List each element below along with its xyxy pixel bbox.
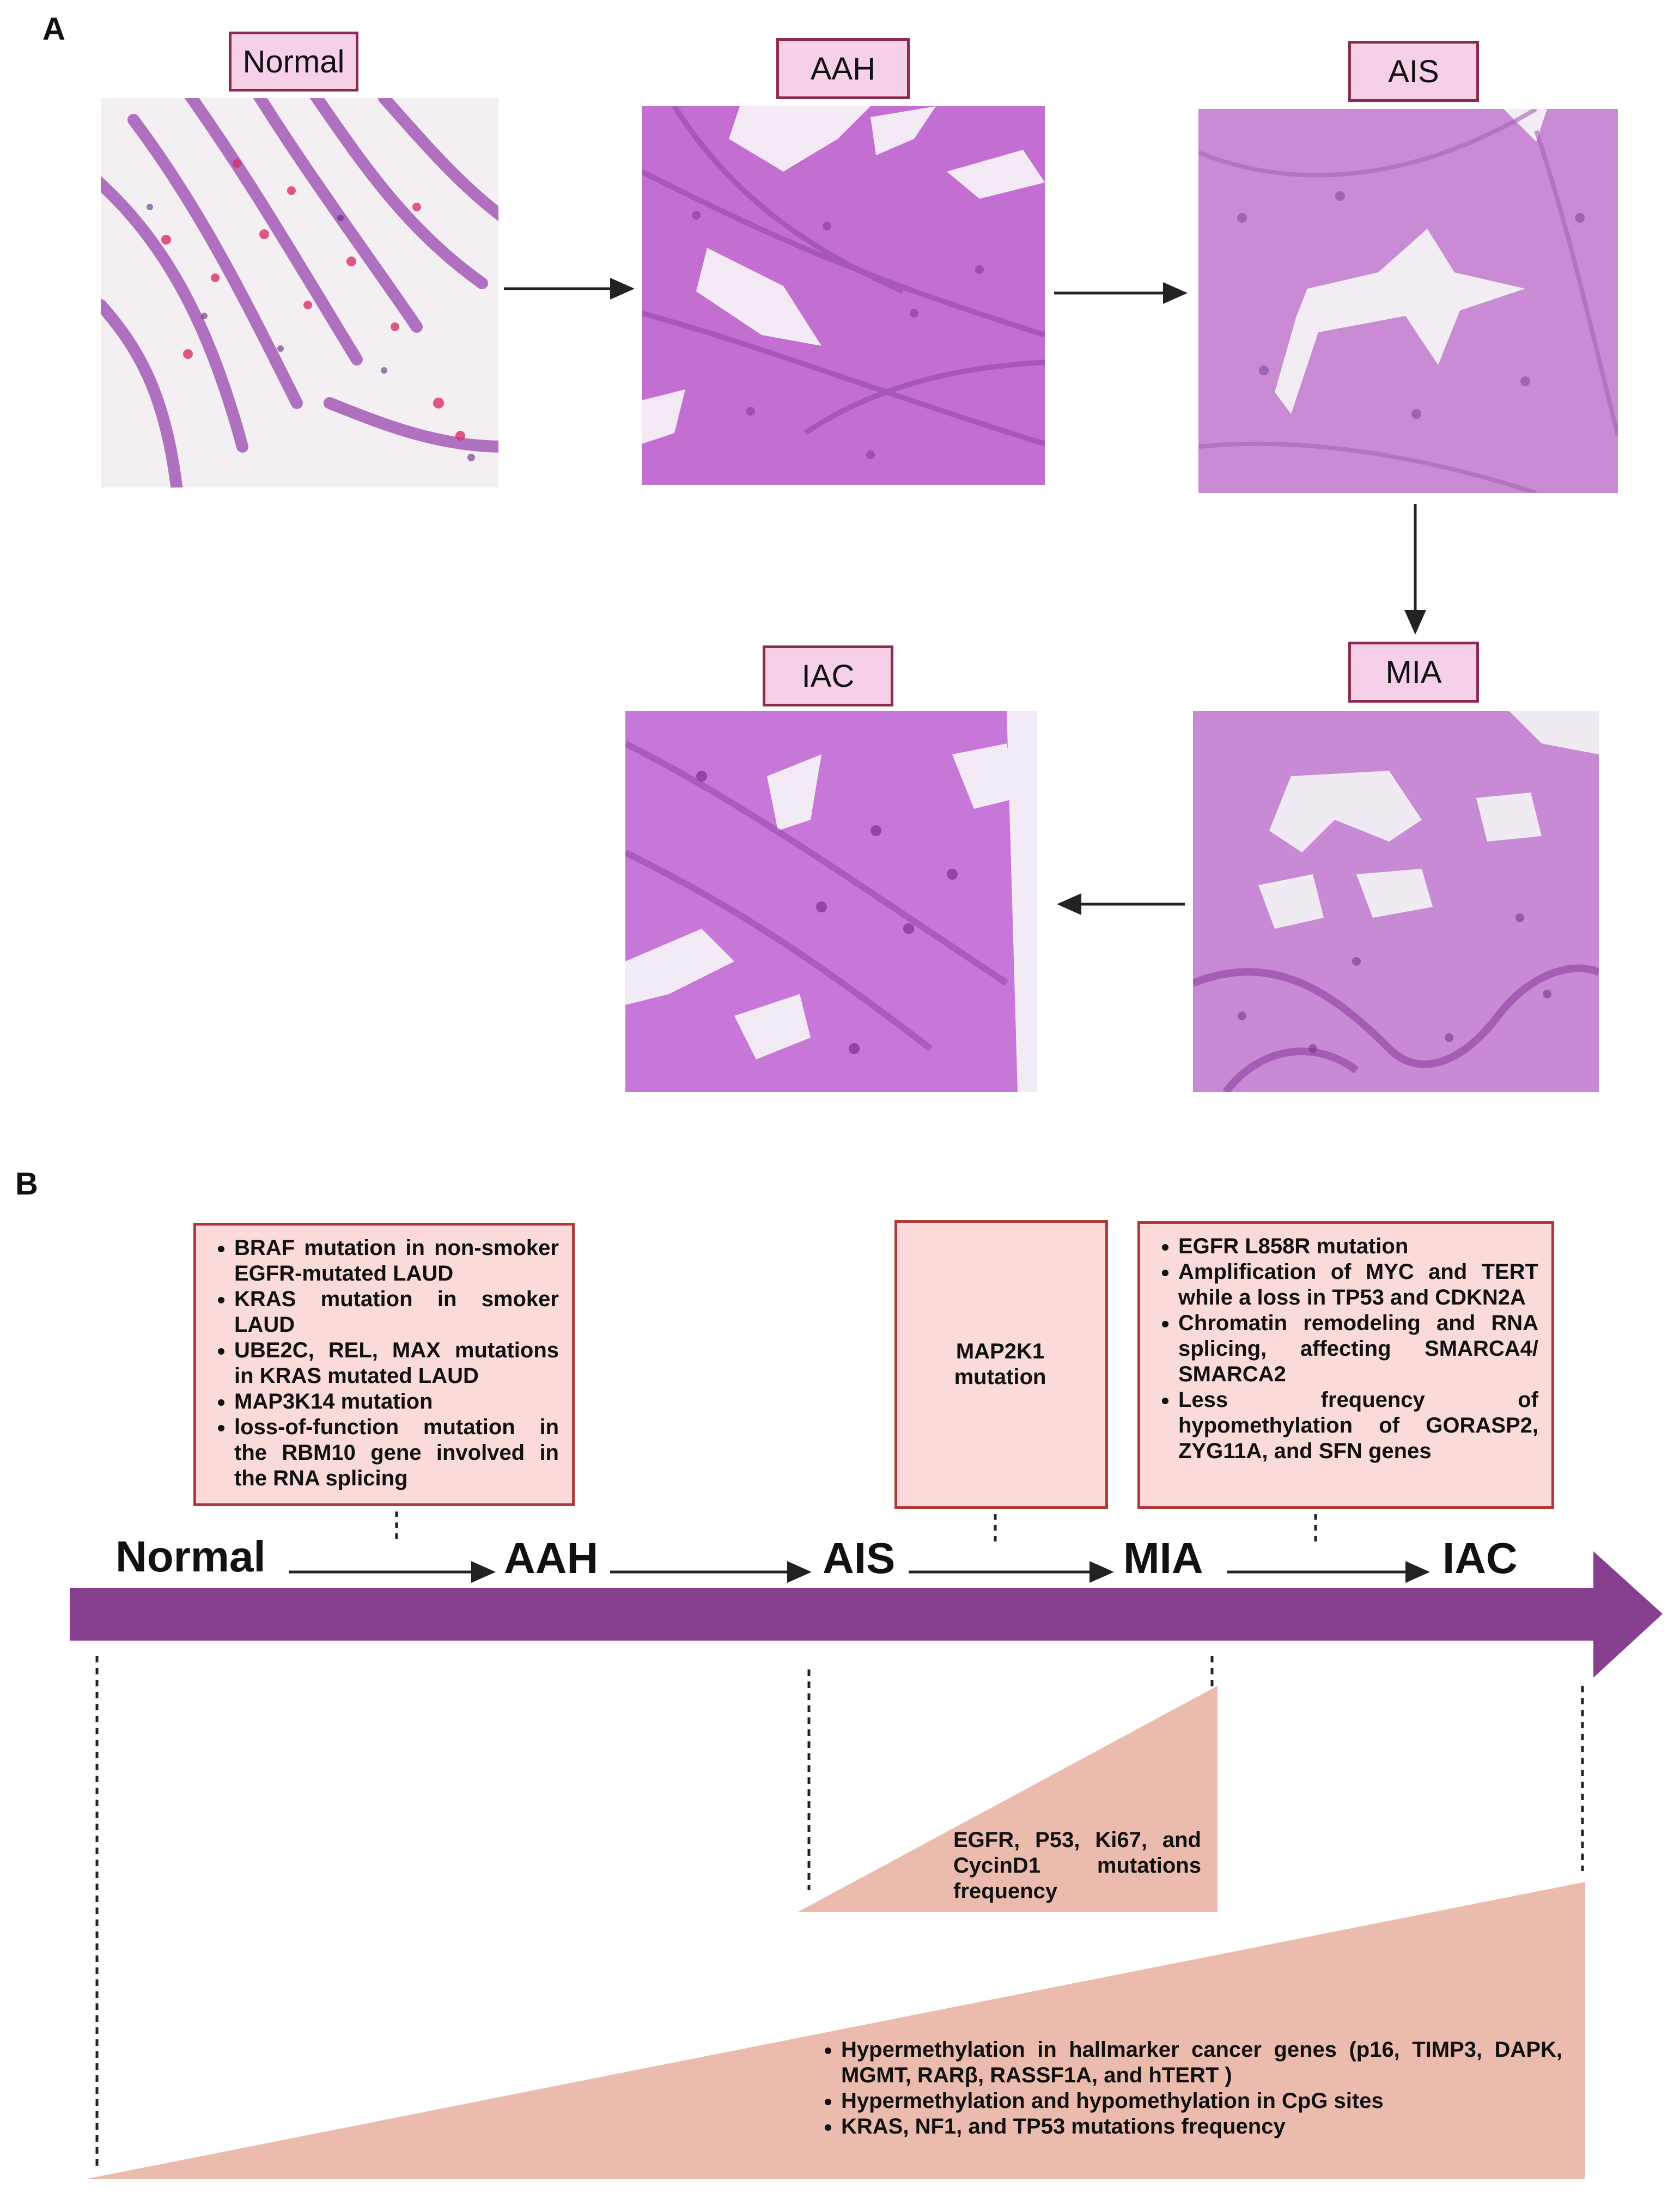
note-item: Chromatin remodeling and RNA splicing, a… — [1178, 1311, 1538, 1387]
stage-label-ais: AIS — [1348, 41, 1479, 102]
note-box-normal-aah: BRAF mutation in non-smoker EGFR-mutated… — [193, 1223, 575, 1506]
note-item: UBE2C, REL, MAX mutations in KRAS mutate… — [234, 1338, 559, 1389]
timeline-label-aah: AAH — [504, 1534, 599, 1582]
stage-label-iac: IAC — [763, 645, 893, 706]
note-item: Amplification of MYC and TERT while a lo… — [1178, 1259, 1538, 1311]
note-item: KRAS mutation in smoker LAUD — [234, 1287, 559, 1338]
note-item: loss-of-function mutation in the RBM10 g… — [234, 1415, 559, 1491]
small-triangle — [798, 1686, 1218, 1912]
note-item: Less frequency of hypomethylation of GOR… — [1178, 1387, 1538, 1464]
small-triangle-text: EGFR, P53, Ki67, and CycinD1 mutations f… — [953, 1828, 1201, 1903]
note-item: EGFR L858R mutation — [1178, 1234, 1538, 1259]
stage-label-normal: Normal — [229, 32, 358, 92]
triangle-item: Hypermethylation in hallmarker cancer ge… — [841, 2037, 1562, 2088]
timeline-label-ais: AIS — [823, 1534, 896, 1582]
micrograph-iac — [625, 711, 1037, 1092]
note-box-ais-mia: MAP2K1 mutation — [894, 1220, 1108, 1509]
timeline-label-mia: MIA — [1123, 1534, 1203, 1582]
stage-label-mia: MIA — [1348, 642, 1479, 703]
triangle-item: KRAS, NF1, and TP53 mutations frequency — [841, 2114, 1562, 2140]
panel-a-letter: A — [42, 11, 65, 47]
timeline-label-normal: Normal — [115, 1532, 266, 1581]
timeline-label-iac: IAC — [1442, 1534, 1518, 1582]
large-triangle-text: Hypermethylation in hallmarker cancer ge… — [816, 2037, 1562, 2140]
micrograph-mia — [1193, 711, 1599, 1092]
triangle-item: Hypermethylation and hypomethylation in … — [841, 2088, 1562, 2114]
timeline-bar — [70, 1551, 1663, 1678]
note-item: MAP3K14 mutation — [234, 1389, 559, 1415]
note-text-map2k1: MAP2K1 mutation — [954, 1339, 1046, 1389]
micrograph-ais — [1198, 109, 1618, 493]
panel-a-arrows — [504, 278, 1426, 915]
micrograph-normal — [101, 98, 498, 487]
large-triangle — [87, 1882, 1585, 2179]
note-box-mia-iac: EGFR L858R mutation Amplification of MYC… — [1137, 1221, 1554, 1509]
stage-label-aah: AAH — [776, 38, 910, 99]
panel-b-letter: B — [15, 1166, 38, 1202]
micrograph-aah — [642, 106, 1045, 485]
note-item: BRAF mutation in non-smoker EGFR-mutated… — [234, 1235, 559, 1287]
